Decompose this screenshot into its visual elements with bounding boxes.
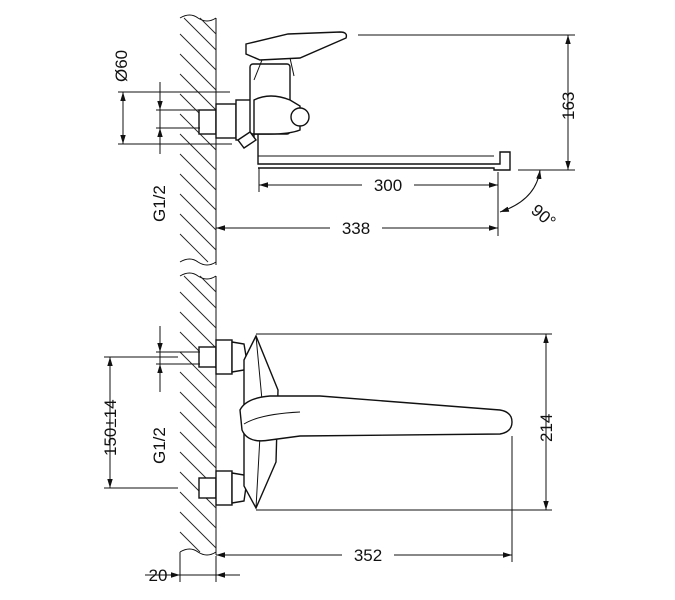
wall-offset-label: 20: [149, 566, 168, 585]
diameter-dimension: Ø60: [112, 50, 232, 145]
thread-dimension-top: G1/2: [150, 82, 200, 222]
height-label-top: 163: [559, 92, 578, 120]
total-length-dimension-top: 338: [216, 192, 499, 238]
front-view: G1/2 150±14 214 352: [101, 272, 556, 585]
center-distance-dimension: 150±14: [101, 356, 178, 489]
wall-offset-dimension: 20: [145, 552, 240, 585]
wall-hatch-bottom: [179, 272, 217, 556]
total-length-label-top: 338: [342, 219, 370, 238]
thread-dimension-front: G1/2: [150, 326, 200, 464]
top-view: Ø60 G1/2 163 300: [112, 14, 578, 266]
center-distance-label: 150±14: [101, 399, 120, 456]
total-length-dimension-front: 352: [216, 436, 513, 565]
faucet-body-front: [198, 334, 513, 510]
thread-label-top: G1/2: [150, 185, 169, 222]
height-label-front: 214: [537, 414, 556, 442]
rotation-label: 90°: [527, 201, 559, 232]
wall-hatch-top: [179, 14, 217, 266]
height-dimension-top: 163: [358, 34, 578, 171]
height-dimension-front: 214: [256, 333, 556, 511]
rotation-dimension: 90°: [499, 169, 559, 232]
spout-length-dimension: 300: [258, 168, 499, 195]
total-length-label-front: 352: [354, 546, 382, 565]
diameter-label: Ø60: [112, 50, 131, 82]
thread-label-front: G1/2: [150, 427, 169, 464]
spout-length-label: 300: [374, 176, 402, 195]
faucet-body-top: [198, 31, 511, 171]
